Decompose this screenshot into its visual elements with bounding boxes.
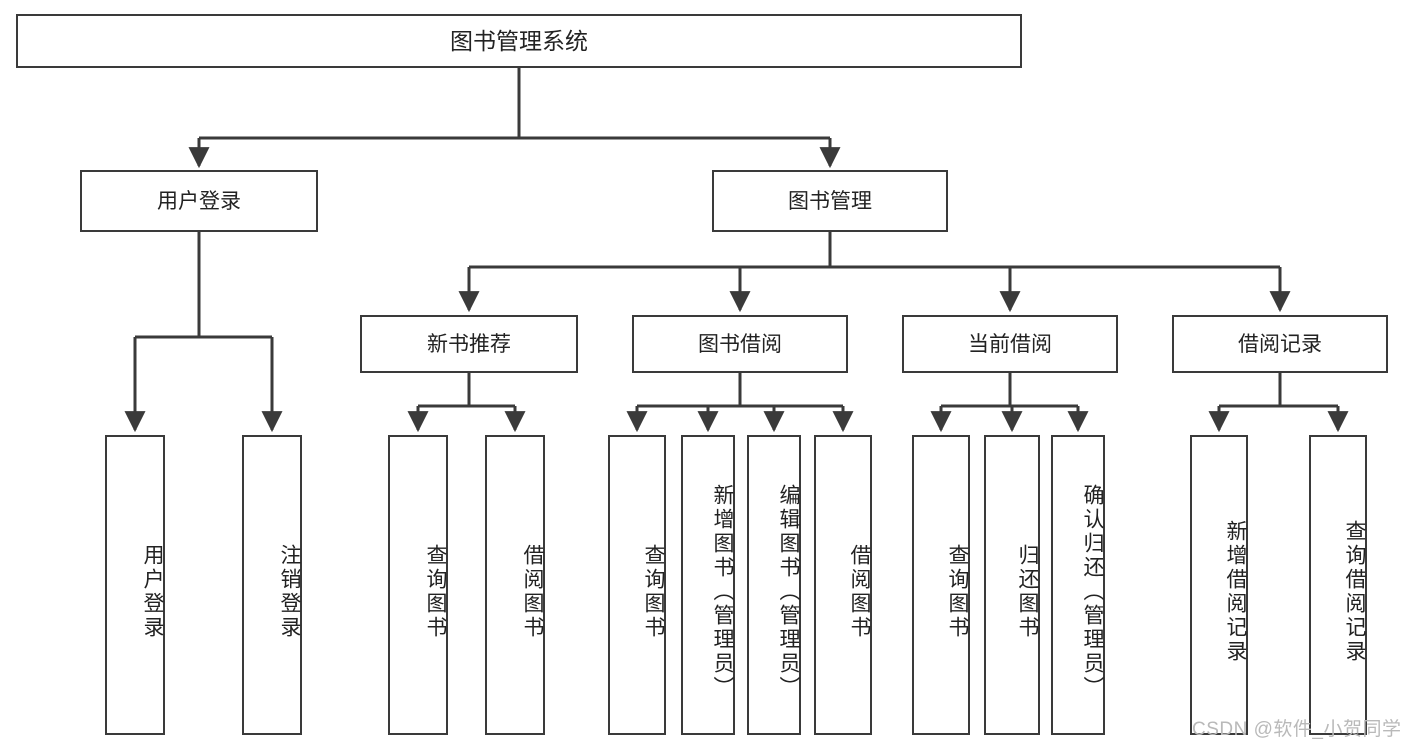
leaf-logout[interactable]: 注销登录 — [242, 435, 302, 735]
leaf-user-login-label: 用户登录 — [141, 544, 164, 640]
leaf-query-book-recommend[interactable]: 查询图书 — [388, 435, 448, 735]
leaf-add-book-admin[interactable]: 新增图书（管理员） — [681, 435, 735, 735]
node-book-borrow[interactable]: 图书借阅 — [632, 315, 848, 373]
node-borrow-records-label: 借阅记录 — [1238, 332, 1322, 356]
leaf-query-borrow-record-label: 查询借阅记录 — [1343, 520, 1366, 664]
csdn-watermark: CSDN @软件_小贺同学 — [1192, 719, 1402, 740]
leaf-borrow-book-recommend[interactable]: 借阅图书 — [485, 435, 545, 735]
leaf-query-book-borrow[interactable]: 查询图书 — [608, 435, 666, 735]
node-borrow-records[interactable]: 借阅记录 — [1172, 315, 1388, 373]
node-new-book-recommend-label: 新书推荐 — [427, 332, 511, 356]
leaf-query-book-borrow-label: 查询图书 — [642, 544, 665, 640]
leaf-query-borrow-record[interactable]: 查询借阅记录 — [1309, 435, 1367, 735]
node-root-system-label: 图书管理系统 — [450, 27, 588, 54]
leaf-query-book-recommend-label: 查询图书 — [424, 544, 447, 640]
leaf-borrow-book-recommend-label: 借阅图书 — [521, 544, 544, 640]
node-current-borrow-label: 当前借阅 — [968, 332, 1052, 356]
node-book-borrow-label: 图书借阅 — [698, 332, 782, 356]
leaf-edit-book-admin-label: 编辑图书（管理员） — [777, 484, 800, 700]
node-book-management-label: 图书管理 — [788, 189, 872, 213]
node-user-login-label: 用户登录 — [157, 189, 241, 213]
leaf-edit-book-admin[interactable]: 编辑图书（管理员） — [747, 435, 801, 735]
leaf-add-borrow-record[interactable]: 新增借阅记录 — [1190, 435, 1248, 735]
leaf-query-book-current[interactable]: 查询图书 — [912, 435, 970, 735]
node-current-borrow[interactable]: 当前借阅 — [902, 315, 1118, 373]
leaf-query-book-current-label: 查询图书 — [946, 544, 969, 640]
leaf-user-login[interactable]: 用户登录 — [105, 435, 165, 735]
node-root-system[interactable]: 图书管理系统 — [16, 14, 1022, 68]
leaf-logout-label: 注销登录 — [278, 544, 301, 640]
leaf-confirm-return-admin[interactable]: 确认归还（管理员） — [1051, 435, 1105, 735]
node-user-login[interactable]: 用户登录 — [80, 170, 318, 232]
leaf-borrow-book-label: 借阅图书 — [848, 544, 871, 640]
leaf-return-book[interactable]: 归还图书 — [984, 435, 1040, 735]
leaf-return-book-label: 归还图书 — [1016, 544, 1039, 640]
leaf-borrow-book[interactable]: 借阅图书 — [814, 435, 872, 735]
leaf-add-borrow-record-label: 新增借阅记录 — [1224, 520, 1247, 664]
node-new-book-recommend[interactable]: 新书推荐 — [360, 315, 578, 373]
node-book-management[interactable]: 图书管理 — [712, 170, 948, 232]
leaf-add-book-admin-label: 新增图书（管理员） — [711, 484, 734, 700]
leaf-confirm-return-admin-label: 确认归还（管理员） — [1081, 484, 1104, 700]
